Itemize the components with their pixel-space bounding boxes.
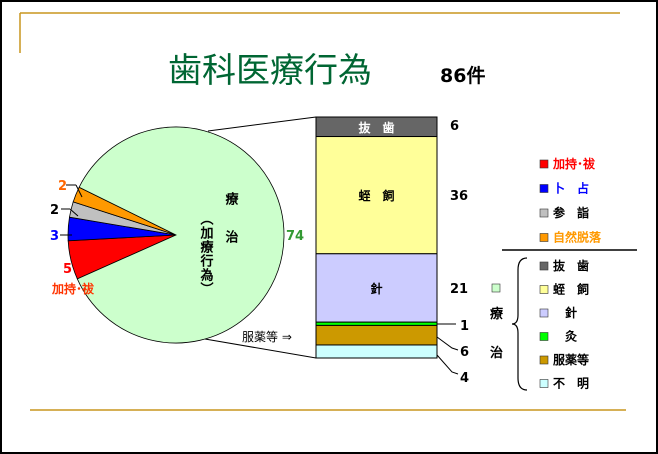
pie-label-treatment: 74 — [286, 229, 304, 244]
bar-value-label: 36 — [450, 189, 468, 204]
bar-value-label: 1 — [460, 319, 469, 334]
pie-caption-prayer: 加持･祓 — [51, 281, 94, 296]
bar-value-label: 4 — [460, 371, 469, 386]
bar-value-label: 6 — [450, 119, 459, 134]
pie-label-prayer: 5 — [63, 262, 72, 277]
callout-medication: 服薬等 ⇒ — [242, 330, 292, 344]
pie-label-pilgrimage: 2 — [50, 203, 59, 218]
bar-segment-5 — [315, 324, 438, 346]
legend-item: 不 明 — [553, 377, 589, 391]
bar-value-label: 21 — [450, 282, 468, 297]
legend-swatch — [539, 355, 549, 365]
leader-line — [69, 208, 79, 217]
legend-item: 抜 歯 — [553, 258, 589, 273]
pie-label-natural-loss: 2 — [58, 179, 67, 194]
legend-item: 針 — [553, 305, 577, 320]
pie-label-divination: 3 — [50, 229, 59, 244]
leader-line — [436, 354, 459, 375]
connector-top — [207, 116, 317, 132]
legend-group-label-char: 療 — [490, 306, 504, 322]
connector-bottom — [204, 338, 317, 359]
pie-inner-sublabel: （加療行為） — [198, 212, 215, 296]
legend-item: 服薬等 — [553, 352, 589, 367]
leader-line — [436, 336, 459, 351]
bar-segment-label: 抜 歯 — [358, 120, 394, 135]
legend-group-label-char: 治 — [490, 345, 503, 361]
legend-swatch — [539, 184, 549, 193]
legend-swatch — [539, 159, 549, 169]
slide-title: 歯科医療行為 — [168, 51, 372, 91]
legend-group-swatch — [491, 283, 501, 293]
total-count: 86件 — [440, 64, 485, 87]
legend-swatch — [539, 233, 549, 242]
bar-segment-label: 針 — [370, 281, 382, 296]
legend-item: 灸 — [553, 329, 577, 344]
bar-segment-3 — [315, 253, 438, 323]
legend-item: 自然脱落 — [553, 230, 602, 245]
legend-swatch — [539, 308, 549, 318]
bar-segment-label: 蛭 飼 — [358, 188, 394, 203]
legend-item: 参 詣 — [553, 205, 589, 220]
legend-item: 蛭 飼 — [553, 282, 589, 297]
legend-swatch — [539, 261, 549, 271]
legend-item: 卜 占 — [553, 181, 589, 196]
legend-item: 加持･祓 — [552, 156, 595, 171]
leader-line — [75, 184, 83, 198]
bar-segment-6 — [315, 344, 438, 359]
legend-swatch — [539, 208, 549, 218]
legend-swatch — [539, 285, 549, 294]
legend-swatch — [539, 332, 549, 341]
legend-swatch — [539, 379, 549, 388]
pie-slice-1 — [76, 126, 285, 344]
bar-value-label: 6 — [460, 345, 469, 360]
legend-brace — [511, 257, 528, 391]
pie-inner-label: 療 治 — [223, 191, 239, 249]
